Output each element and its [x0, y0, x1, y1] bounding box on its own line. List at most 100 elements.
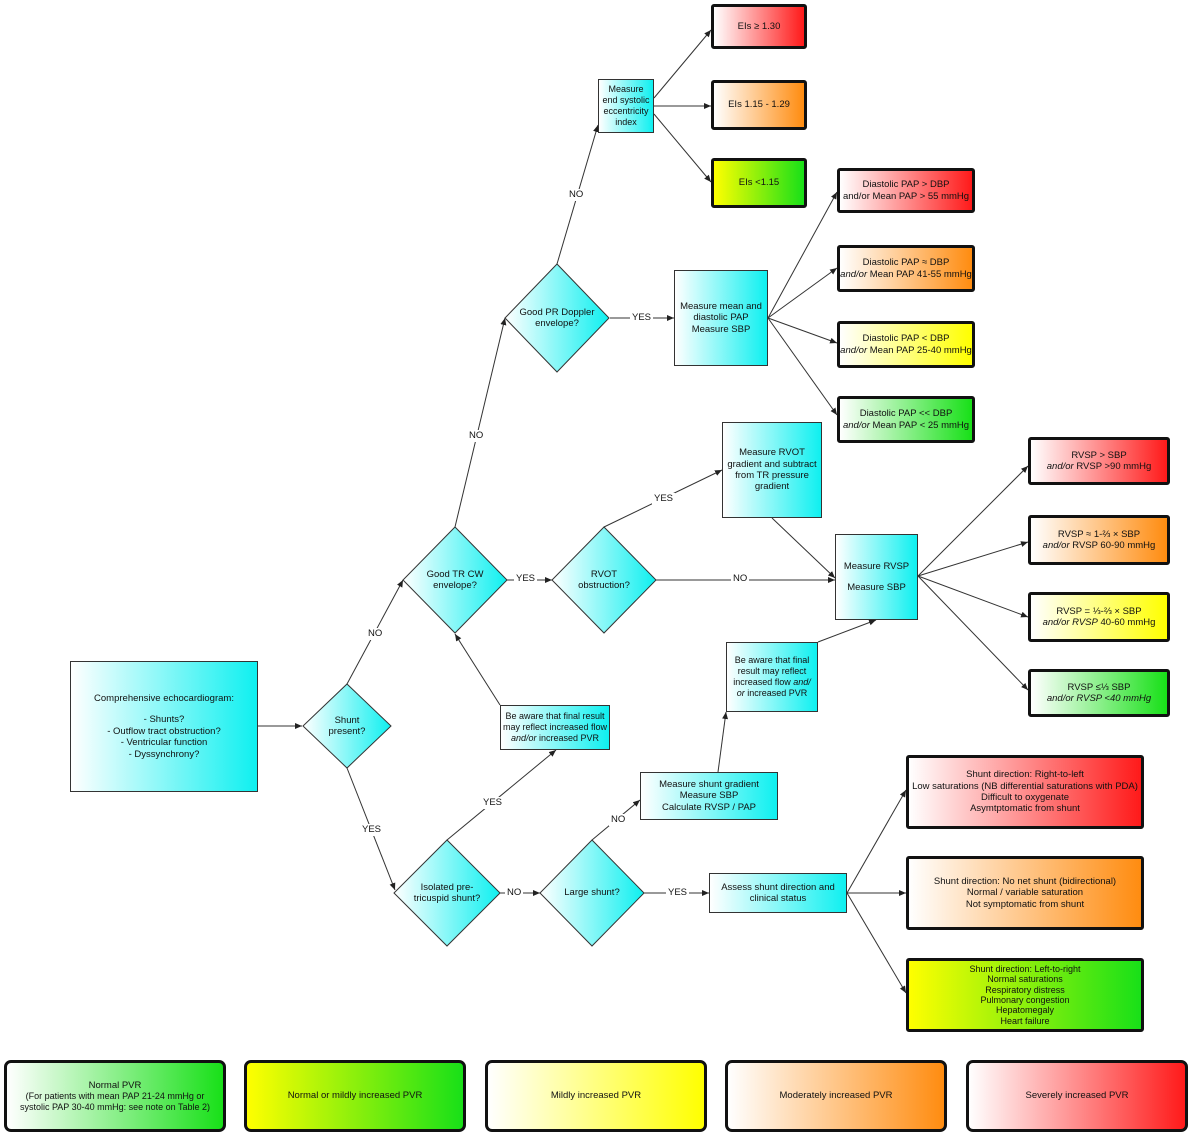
result-line: RVSP ≤⅓ SBP: [1067, 681, 1131, 693]
measure-mean-diastolic-pap-box: Measure mean and diastolic PAP Measure S…: [674, 270, 768, 366]
result-emphasis: and/or: [840, 344, 868, 356]
diamond-good-tr-cw: [402, 526, 508, 634]
result-emphasis: and/or: [1042, 540, 1070, 551]
result-line: Shunt direction: Right-to-left: [966, 769, 1084, 781]
result-line: Respiratory distress: [985, 984, 1065, 995]
result-line: Asymtptomatic from shunt: [970, 803, 1080, 815]
be-aware-text: Be aware that final result may reflect i…: [733, 655, 810, 687]
edge-pap-to-gt: [767, 191, 838, 319]
result-rvsp-lt13: RVSP ≤⅓ SBP and/or RVSP <40 mmHg: [1028, 669, 1170, 717]
edge-ei-to-low: [653, 113, 712, 183]
start-comprehensive-echo: Comprehensive echocardiogram: - Shunts? …: [70, 661, 258, 792]
legend-severe: Severely increased PVR: [966, 1060, 1188, 1132]
result-eis-mid-text: EIs 1.15 - 1.29: [728, 99, 790, 111]
edge-assess-to-rtl: [846, 789, 907, 894]
start-item: - Ventricular function: [120, 737, 208, 749]
measure-shunt-gradient-box: Measure shunt gradient Measure SBP Calcu…: [640, 772, 778, 820]
result-emphasis: and/or RVSP <40 mmHg: [1046, 693, 1152, 704]
result-dpap-lt: Diastolic PAP < DBP and/or Mean PAP 25-4…: [837, 321, 975, 368]
result-rvsp-13: RVSP = ⅓-⅔ × SBP and/or RVSP 40-60 mmHg: [1028, 592, 1170, 642]
result-line: RVSP >90 mmHg: [1073, 461, 1152, 472]
result-line: Normal saturations: [987, 974, 1063, 985]
edge-pap-to-eq: [767, 267, 838, 319]
result-line: Mean PAP < 25 mmHg: [869, 419, 970, 431]
start-item: - Outflow tract obstruction?: [107, 725, 221, 737]
result-eis-mid: EIs 1.15 - 1.29: [711, 80, 807, 130]
measure-eccentricity-box: Measure end systolic eccentricity index: [598, 79, 654, 133]
result-line: Low saturations (NB differential saturat…: [912, 780, 1138, 792]
result-line: 40-60 mmHg: [1097, 617, 1156, 628]
result-eis-low-text: EIs <1.15: [738, 177, 780, 189]
diamond-large-shunt: [539, 839, 645, 947]
edge-rvsp-to-lt13: [917, 575, 1029, 691]
measure-sbp-line: Measure SBP: [847, 582, 906, 593]
result-eis-high-text: EIs ≥ 1.30: [737, 20, 781, 32]
legend-normal-pvr: Normal PVR (For patients with mean PAP 2…: [4, 1060, 226, 1132]
result-line: Mean PAP 41-55 mmHg: [867, 268, 972, 280]
good-tr-cw-label: Good TR CW envelope?: [426, 568, 484, 591]
edge-label-yes: YES: [630, 312, 654, 324]
edge-measure-shunt-to-aware: [717, 711, 729, 773]
edge-rvsp-to-23: [917, 541, 1029, 577]
result-line: Diastolic PAP ≈ DBP: [862, 257, 950, 269]
measure-shunt-line: Calculate RVSP / PAP: [662, 801, 756, 813]
legend-text: Normal PVR: [88, 1079, 142, 1091]
diamond-shunt-present: [302, 683, 392, 769]
measure-eccentricity-text: Measure end systolic eccentricity index: [602, 84, 650, 127]
result-line: RVSP 60-90 mmHg: [1069, 540, 1156, 551]
measure-pap-line: diastolic PAP: [693, 312, 749, 324]
edge-rvsp-to-gt: [917, 465, 1029, 577]
edge-aware-to-tr: [454, 633, 501, 706]
start-title: Comprehensive echocardiogram:: [94, 693, 234, 705]
result-shunt-left-to-right: Shunt direction: Left-to-right Normal sa…: [906, 958, 1144, 1032]
edge-label-no: NO: [731, 573, 750, 585]
assess-shunt-text: Assess shunt direction and clinical stat…: [721, 881, 835, 904]
result-line: Hepatomegaly: [995, 1005, 1055, 1016]
result-line: Mean PAP 25-40 mmHg: [867, 344, 972, 356]
start-item: - Dyssynchrony?: [128, 748, 200, 760]
edge-gradient-to-rvsp: [771, 517, 836, 579]
result-rvsp-23: RVSP ≈ 1-⅔ × SBP and/or RVSP 60-90 mmHg: [1028, 515, 1170, 565]
edge-assess-to-ltr: [846, 892, 907, 994]
edge-ei-to-high: [653, 29, 712, 99]
legend-text: Normal or mildly increased PVR: [287, 1090, 423, 1102]
diamond-isolated-pre-tricuspid: [393, 839, 501, 947]
assess-shunt-box: Assess shunt direction and clinical stat…: [709, 873, 847, 913]
result-emphasis: and/or RVSP: [1042, 617, 1098, 628]
edge-label-no: NO: [467, 430, 486, 442]
be-aware-emphasis: and/or: [510, 732, 537, 743]
edge-pap-to-llt: [767, 317, 838, 416]
result-line: Pulmonary congestion: [980, 995, 1070, 1005]
result-line: RVSP ≈ 1-⅔ × SBP: [1057, 528, 1141, 540]
large-shunt-label: Large shunt?: [564, 887, 620, 899]
result-line: Diastolic PAP < DBP: [862, 333, 950, 345]
edge-label-yes: YES: [652, 493, 676, 505]
edge-tr-to-pr: [454, 317, 507, 528]
edge-aware-to-rvsp: [817, 619, 877, 643]
edge-label-yes: YES: [360, 824, 384, 836]
isolated-pre-tricuspid-label: Isolated pre-tricuspid shunt?: [413, 881, 481, 904]
legend-text: Mildly increased PVR: [550, 1090, 642, 1102]
result-shunt-right-to-left: Shunt direction: Right-to-left Low satur…: [906, 755, 1144, 829]
measure-rvot-gradient-text: Measure RVOT gradient and subtract from …: [727, 447, 817, 493]
edge-pap-to-lt: [767, 317, 838, 344]
rvot-obstruction-label: RVOT obstruction?: [578, 568, 630, 591]
result-line: Shunt direction: Left-to-right: [969, 963, 1081, 974]
edge-rvsp-to-13: [917, 575, 1029, 618]
edge-label-no: NO: [366, 628, 385, 640]
result-line: RVSP > SBP: [1071, 449, 1127, 461]
be-aware-emphasis: and/ or: [736, 677, 811, 698]
edge-label-no: NO: [567, 189, 586, 201]
result-emphasis: and/or: [840, 268, 868, 280]
diamond-good-pr-doppler: [504, 263, 610, 373]
result-emphasis: and/or: [842, 419, 870, 431]
result-shunt-bidirectional: Shunt direction: No net shunt (bidirecti…: [906, 856, 1144, 930]
measure-rvsp-box: Measure RVSP Measure SBP: [835, 534, 918, 620]
be-aware-lower-box: Be aware that final result may reflect i…: [726, 642, 818, 712]
edge-label-no: NO: [609, 814, 628, 826]
result-dpap-eq: Diastolic PAP ≈ DBP and/or Mean PAP 41-5…: [837, 245, 975, 292]
legend-text: Severely increased PVR: [1025, 1090, 1129, 1102]
start-item: - Shunts?: [143, 714, 185, 726]
result-line: Diastolic PAP > DBP: [862, 179, 950, 191]
